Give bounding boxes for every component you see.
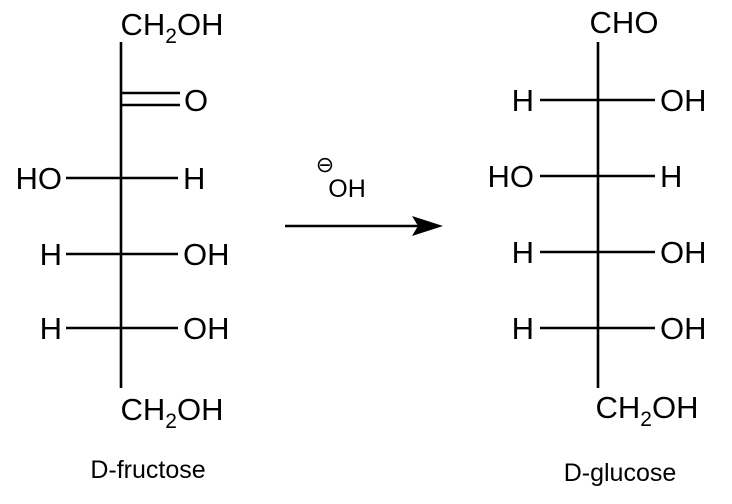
fructose-structure: CH2OH O HO H H OH H OH CH2OH D-fructose [16,7,230,484]
glucose-bottom-group: CH2OH [596,390,699,431]
reaction-arrow-group: ⊖ OH [285,152,443,236]
fructose-bottom-group: CH2OH [121,392,224,433]
glucose-structure: CHO H OH HO H H OH H OH CH2OH D-glucose [488,5,707,487]
fructose-row3-left: H [40,311,62,346]
glucose-row4-right: OH [660,311,707,346]
glucose-row2-left: HO [488,159,535,194]
reagent-charge: ⊖ [316,152,334,177]
fructose-row2-left: H [40,237,62,272]
fructose-row3-right: OH [183,311,230,346]
glucose-row3-right: OH [660,235,707,270]
glucose-row3-left: H [512,235,534,270]
fructose-row1-left: HO [16,161,63,196]
reaction-arrow-head [412,216,443,236]
reagent-label: OH [328,175,366,203]
fructose-row1-right: H [183,161,205,196]
glucose-row1-right: OH [660,83,707,118]
fructose-row2-right: OH [183,237,230,272]
glucose-row1-left: H [512,83,534,118]
fructose-carbonyl-oxygen: O [184,83,208,118]
glucose-row2-right: H [660,159,682,194]
fructose-top-group: CH2OH [121,7,224,48]
glucose-row4-left: H [512,311,534,346]
fructose-name: D-fructose [90,456,205,484]
glucose-name: D-glucose [564,459,677,487]
glucose-top-group: CHO [590,5,659,40]
